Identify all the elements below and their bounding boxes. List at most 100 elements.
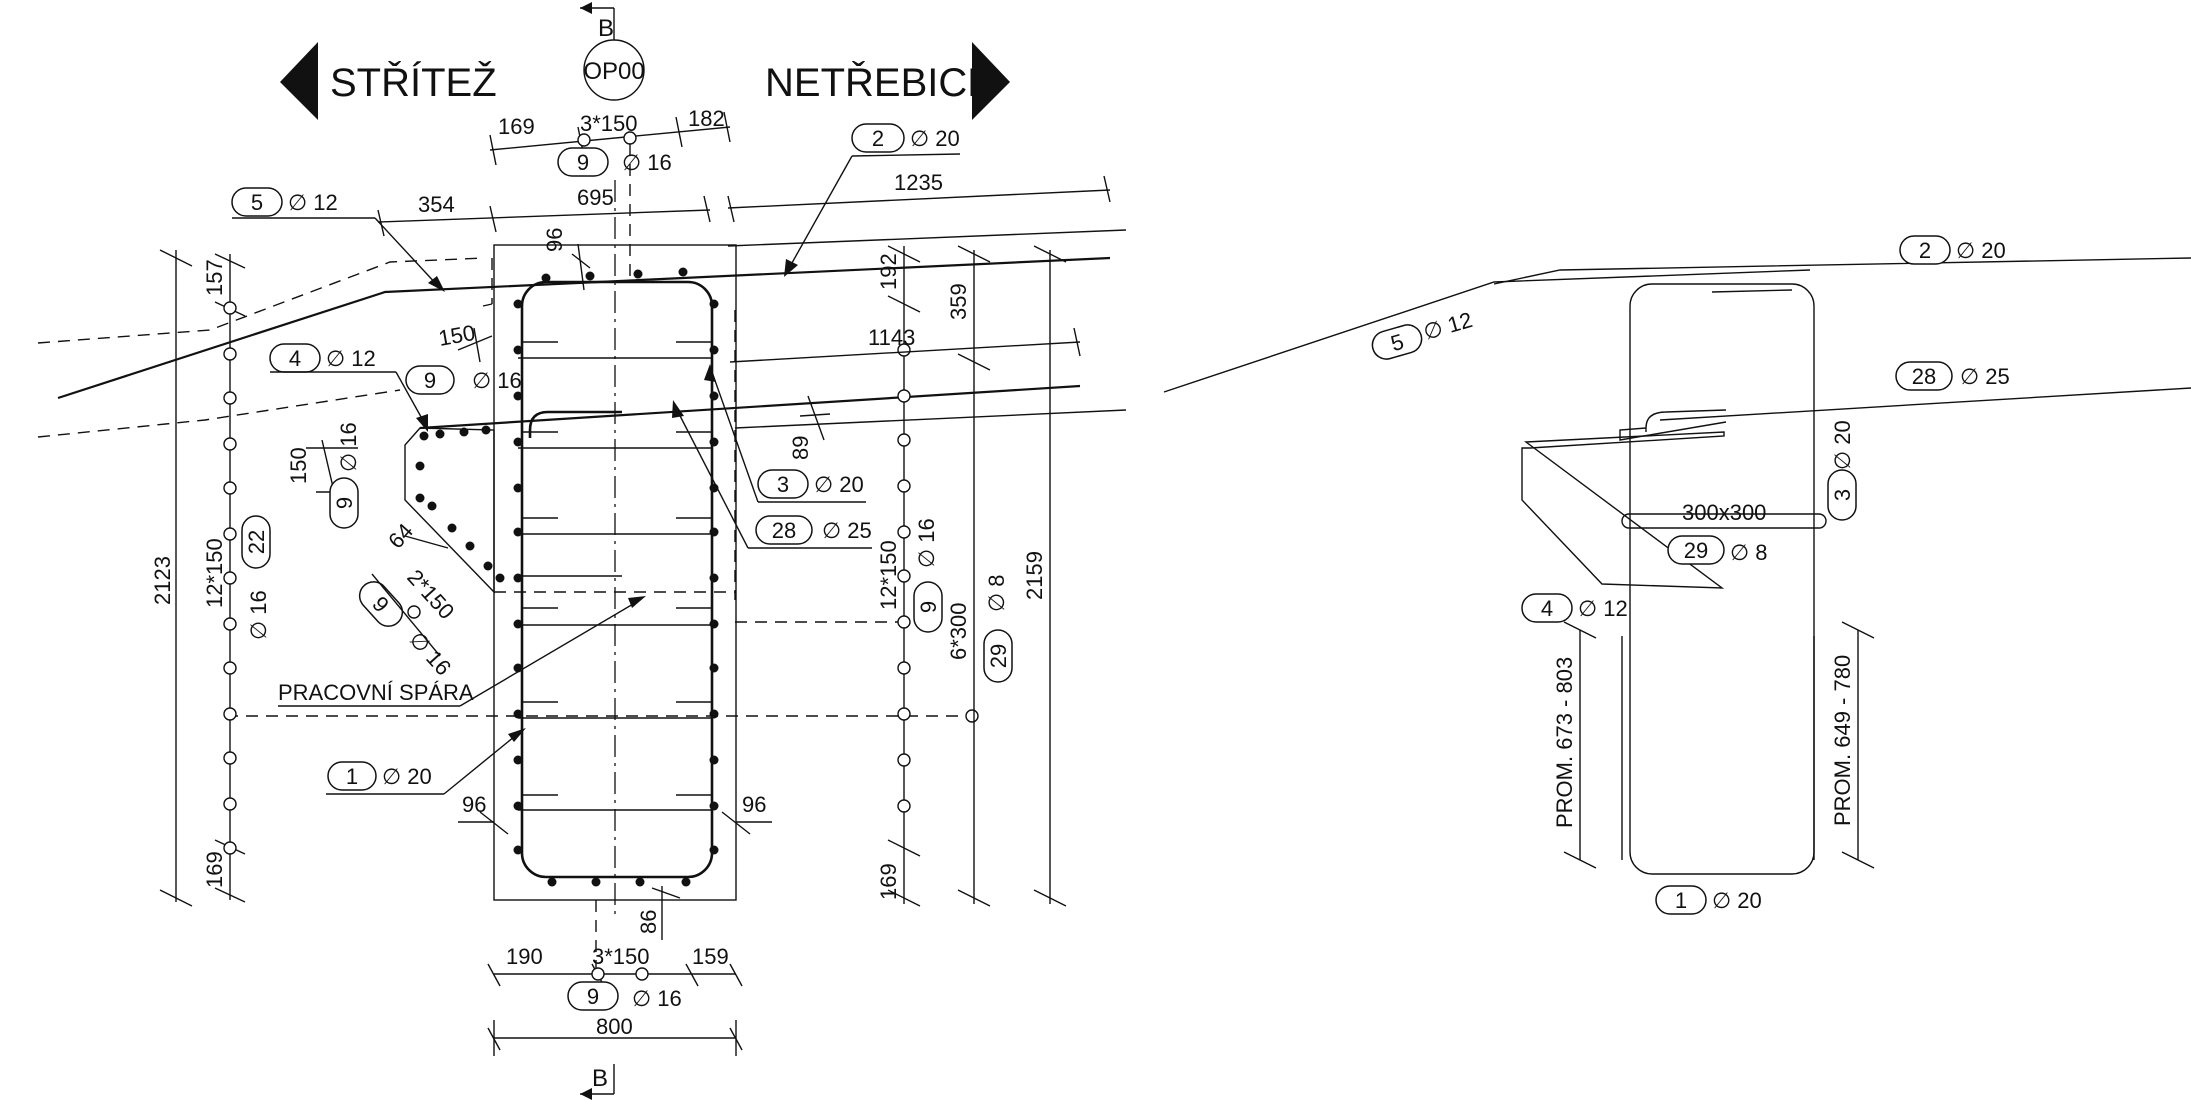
svg-text:∅ 12: ∅ 12 bbox=[326, 346, 376, 371]
svg-text:12*150: 12*150 bbox=[202, 538, 227, 608]
svg-text:150: 150 bbox=[437, 320, 478, 351]
main-reinforcement-loop bbox=[520, 280, 714, 879]
deck-top-line bbox=[57, 256, 1111, 400]
svg-text:∅ 8: ∅ 8 bbox=[1730, 540, 1768, 565]
svg-text:2159: 2159 bbox=[1022, 551, 1047, 600]
svg-text:96: 96 bbox=[742, 792, 766, 817]
svg-text:3: 3 bbox=[1830, 489, 1855, 501]
tag-bar-5: 5 ∅ 12 bbox=[231, 187, 445, 292]
tag-bar-3: 3 ∅ 20 bbox=[704, 364, 866, 503]
pier-marker: OP00 bbox=[583, 39, 645, 101]
svg-text:∅ 16: ∅ 16 bbox=[246, 590, 271, 640]
svg-text:169: 169 bbox=[202, 851, 227, 888]
svg-text:182: 182 bbox=[688, 106, 725, 131]
detail-prom-left: PROM. 673 - 803 bbox=[1552, 657, 1577, 828]
svg-text:1: 1 bbox=[346, 764, 358, 789]
deck-bar-line bbox=[419, 384, 1081, 430]
note-working-joint: PRACOVNÍ SPÁRA bbox=[278, 596, 646, 707]
svg-text:190: 190 bbox=[506, 944, 543, 969]
svg-text:2123: 2123 bbox=[150, 556, 175, 605]
svg-text:∅ 16: ∅ 16 bbox=[632, 986, 682, 1011]
svg-text:9: 9 bbox=[424, 368, 436, 393]
dimension-small-top: 96 bbox=[542, 228, 591, 291]
svg-text:∅ 25: ∅ 25 bbox=[1960, 364, 2010, 389]
svg-text:PRACOVNÍ SPÁRA: PRACOVNÍ SPÁRA bbox=[278, 680, 474, 705]
svg-text:5: 5 bbox=[251, 190, 263, 215]
svg-text:∅ 16: ∅ 16 bbox=[336, 422, 361, 472]
tag-bar-1: 1 ∅ 20 bbox=[326, 728, 526, 795]
svg-text:157: 157 bbox=[202, 259, 227, 296]
pier-label: OP00 bbox=[583, 58, 644, 85]
existing-line-upper bbox=[37, 257, 486, 344]
detail-tag-bar-4: 4 ∅ 12 bbox=[1521, 593, 1628, 623]
svg-text:∅ 25: ∅ 25 bbox=[822, 518, 872, 543]
svg-text:28: 28 bbox=[1912, 364, 1936, 389]
svg-text:3: 3 bbox=[777, 472, 789, 497]
dimension-86: 86 bbox=[636, 886, 681, 940]
left-direction-arrow bbox=[280, 42, 318, 120]
svg-text:28: 28 bbox=[772, 518, 796, 543]
svg-text:9: 9 bbox=[332, 497, 357, 509]
bar-dots bbox=[415, 267, 719, 887]
tag-bar-9-diagonal: 9 2*150 ∅ 16 bbox=[358, 565, 459, 680]
svg-text:∅ 16: ∅ 16 bbox=[914, 518, 939, 568]
svg-text:169: 169 bbox=[876, 863, 901, 900]
svg-text:9: 9 bbox=[577, 150, 589, 175]
tag-bar-9-vertical: 150 9 ∅ 16 bbox=[286, 422, 361, 529]
bottom-dimension-row: 190 3*150 159 bbox=[487, 944, 743, 987]
detail-tag-bar-29: 29 ∅ 8 bbox=[1667, 535, 1768, 565]
svg-text:∅ 20: ∅ 20 bbox=[910, 126, 960, 151]
svg-text:2: 2 bbox=[1919, 238, 1931, 263]
svg-text:3*150: 3*150 bbox=[592, 944, 650, 969]
tag-bar-9-top: 9 ∅ 16 bbox=[557, 147, 672, 177]
left-dimension-column: 2123 157 169 12*150 bbox=[150, 249, 246, 907]
svg-text:800: 800 bbox=[596, 1014, 633, 1039]
dimension-800: 800 bbox=[487, 1014, 743, 1056]
svg-text:29: 29 bbox=[1684, 538, 1708, 563]
svg-text:∅ 20: ∅ 20 bbox=[1830, 420, 1855, 470]
svg-text:9: 9 bbox=[587, 984, 599, 1009]
svg-text:96: 96 bbox=[462, 792, 486, 817]
top-dimension-row: 169 3*150 182 bbox=[489, 106, 731, 166]
dimension-89: 89 bbox=[788, 395, 831, 460]
tag-bar-29: 29 ∅ 8 bbox=[983, 574, 1013, 683]
tag-bar-4: 4 ∅ 12 bbox=[269, 343, 428, 432]
svg-text:89: 89 bbox=[788, 436, 813, 460]
dimension-354-695-1235: 354 695 1235 bbox=[377, 170, 1111, 237]
svg-text:86: 86 bbox=[636, 910, 661, 934]
horizontal-stirrups bbox=[518, 341, 712, 811]
section-mark-bottom: B bbox=[592, 1065, 608, 1092]
tag-bar-2-top: 2 ∅ 20 bbox=[784, 123, 961, 277]
detail-tag-bar-28: 28 ∅ 25 bbox=[1895, 361, 2010, 391]
svg-text:29: 29 bbox=[986, 644, 1011, 668]
svg-text:4: 4 bbox=[1541, 596, 1553, 621]
svg-text:150: 150 bbox=[286, 447, 311, 484]
left-direction-label: STŘÍTEŽ bbox=[330, 60, 497, 105]
svg-text:∅ 8: ∅ 8 bbox=[984, 574, 1009, 612]
dimension-1143: 1143 bbox=[729, 325, 1081, 363]
svg-text:∅ 20: ∅ 20 bbox=[382, 764, 432, 789]
tag-bar-9-bottom: 9 ∅ 16 bbox=[567, 981, 682, 1011]
svg-text:6*300: 6*300 bbox=[946, 602, 971, 660]
svg-text:∅ 16: ∅ 16 bbox=[472, 368, 522, 393]
svg-text:∅ 20: ∅ 20 bbox=[814, 472, 864, 497]
svg-text:∅ 20: ∅ 20 bbox=[1956, 238, 2006, 263]
existing-line-lower bbox=[37, 389, 401, 438]
tag-bar-28: 28 ∅ 25 bbox=[672, 400, 872, 549]
section-mark-top: B bbox=[598, 15, 614, 42]
svg-text:359: 359 bbox=[946, 283, 971, 320]
dimension-96-sides: 96 96 bbox=[458, 792, 772, 835]
svg-text:∅ 20: ∅ 20 bbox=[1712, 888, 1762, 913]
detail-prom-right: PROM. 649 - 780 bbox=[1830, 655, 1855, 826]
svg-text:∅ 12: ∅ 12 bbox=[1578, 596, 1628, 621]
svg-text:22: 22 bbox=[244, 530, 269, 554]
svg-text:1: 1 bbox=[1675, 888, 1687, 913]
svg-text:2: 2 bbox=[872, 126, 884, 151]
svg-text:192: 192 bbox=[876, 253, 901, 290]
dimension-64: 64 bbox=[383, 518, 449, 553]
svg-text:96: 96 bbox=[542, 228, 567, 252]
right-direction-label: NETŘEBICE bbox=[765, 60, 994, 105]
svg-text:∅ 12: ∅ 12 bbox=[288, 190, 338, 215]
svg-text:169: 169 bbox=[498, 114, 535, 139]
